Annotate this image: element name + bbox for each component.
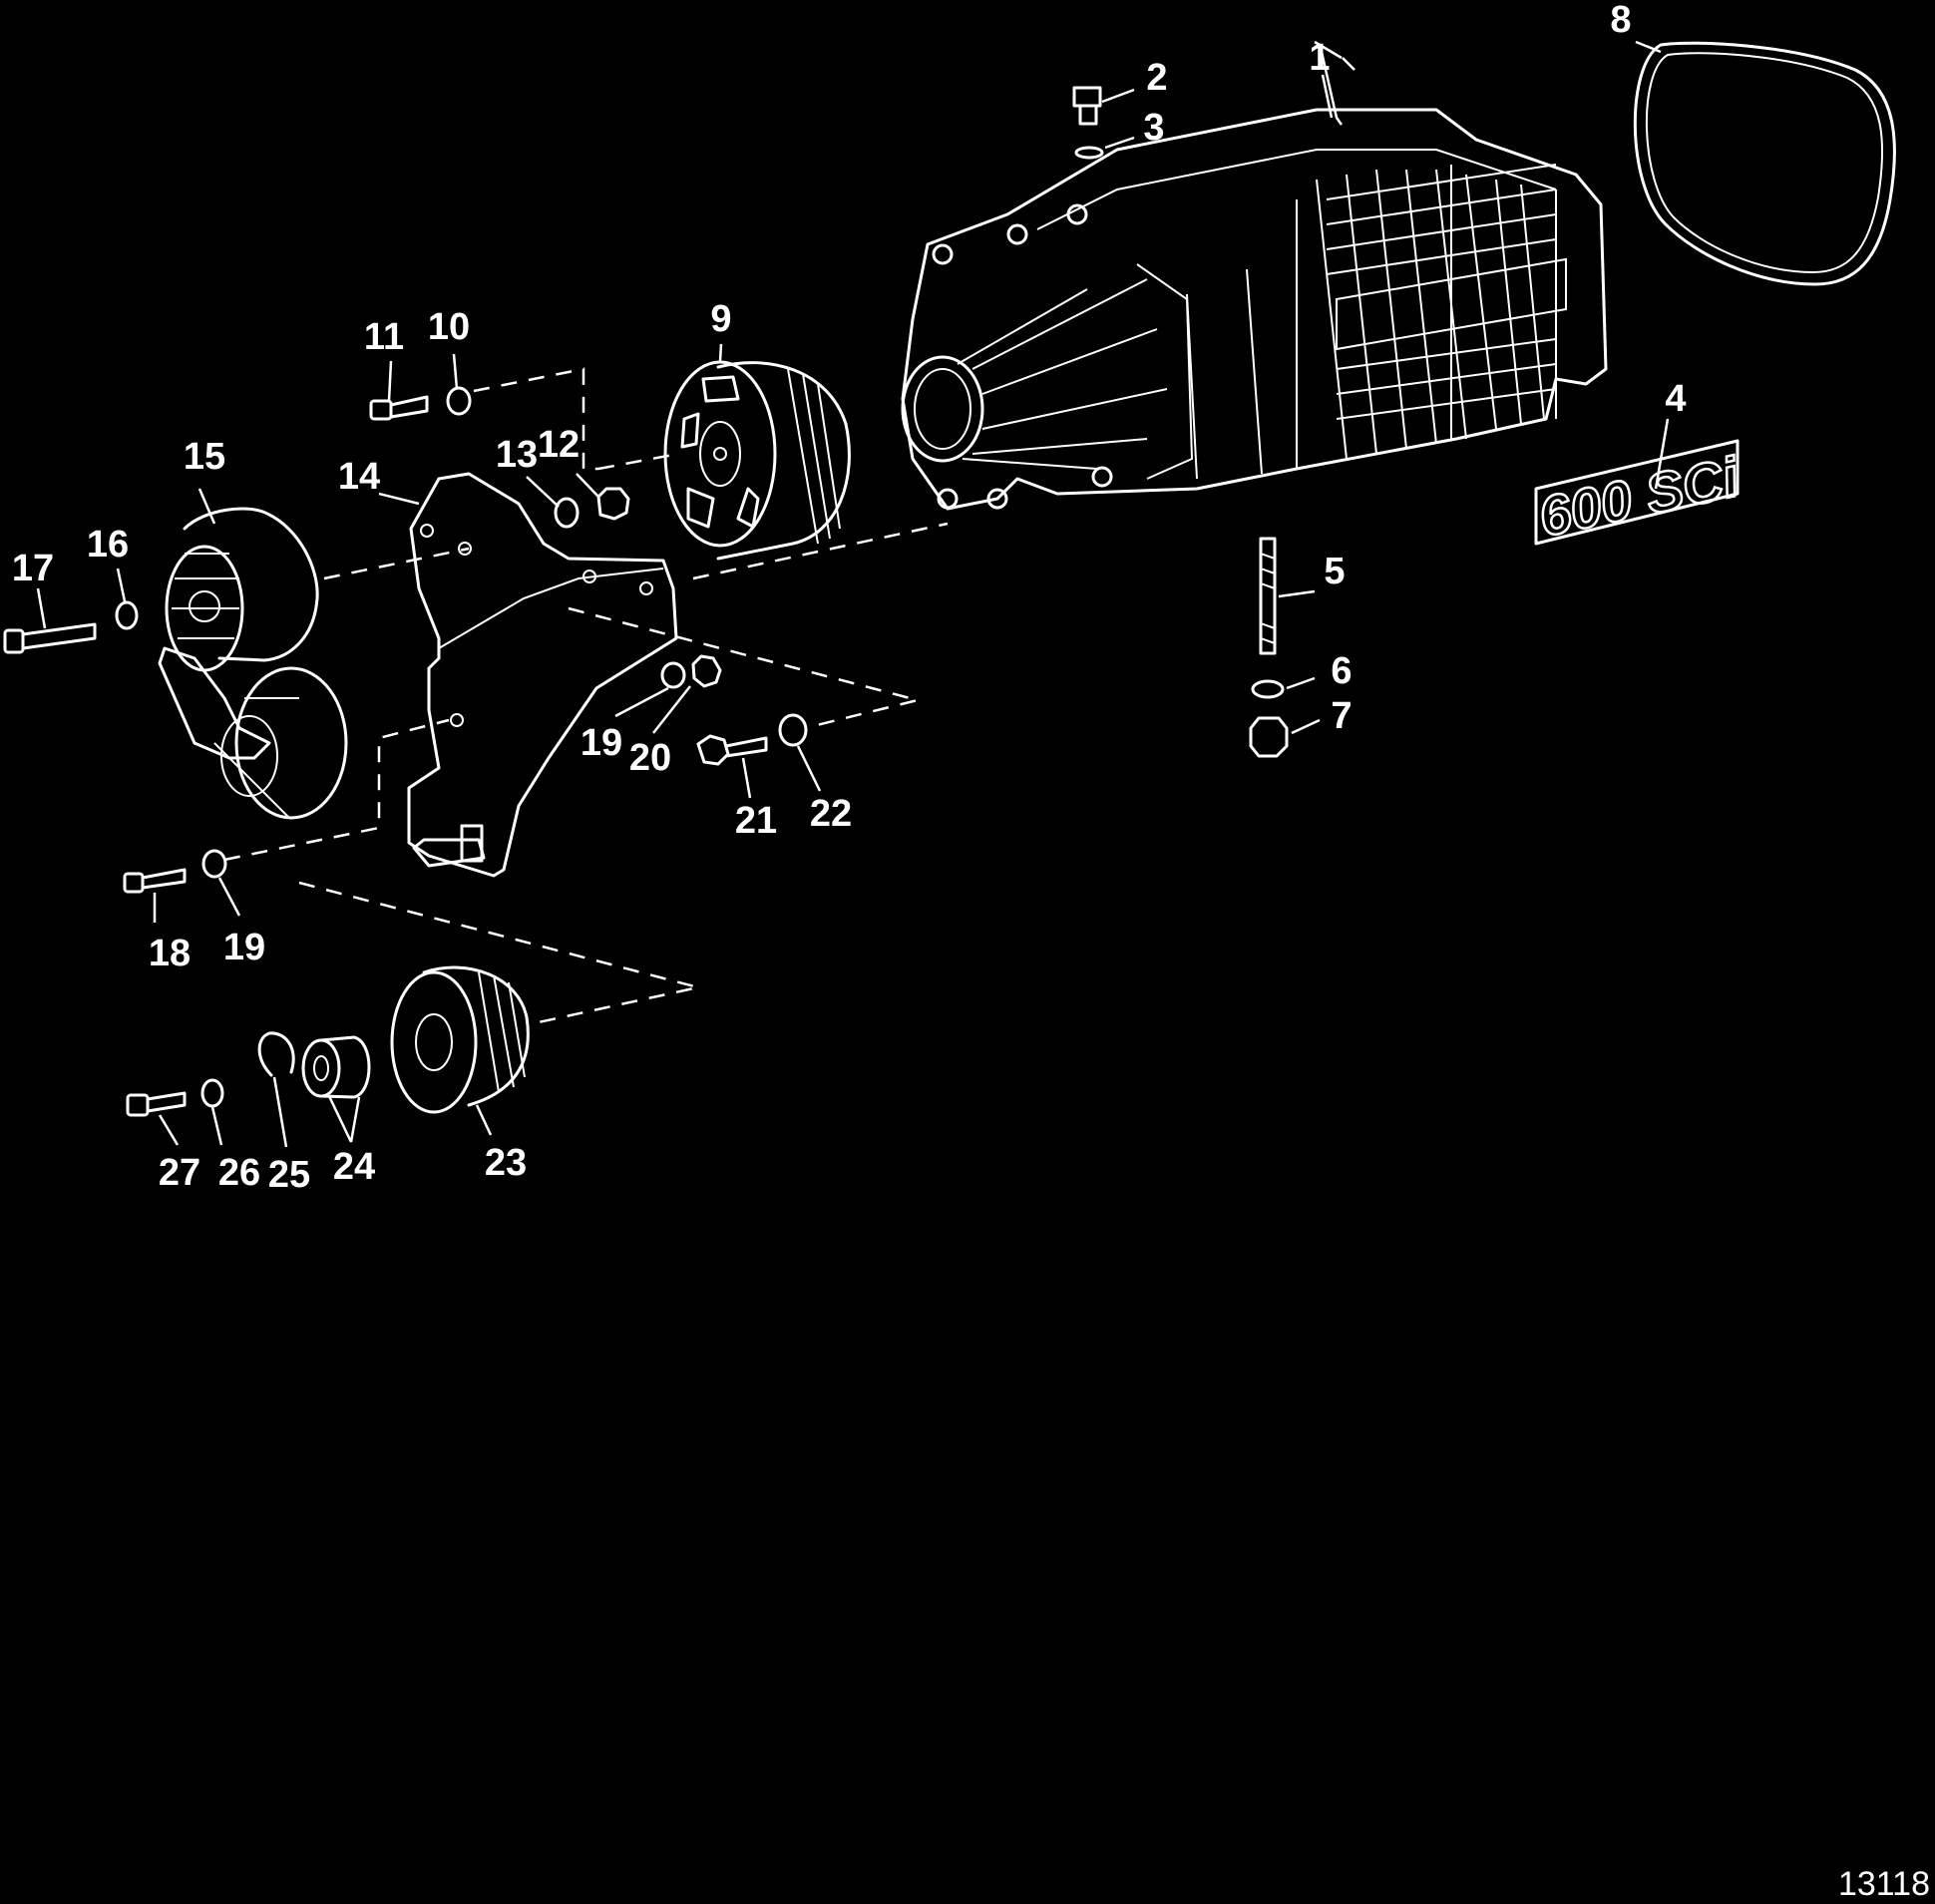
- callout-19a: 19: [223, 927, 265, 968]
- stud-washer: [1251, 679, 1285, 699]
- drive-belt: [1633, 41, 1896, 286]
- callout-26: 26: [218, 1152, 260, 1194]
- leader-lines: [36, 40, 1670, 1148]
- callout-17: 17: [12, 548, 54, 589]
- callout-24: 24: [333, 1146, 375, 1188]
- idler-pulley: [390, 965, 530, 1114]
- callout-20: 20: [629, 737, 671, 779]
- assembly-lines: [223, 367, 949, 1024]
- callout-labels: 1 2 3 4 5 6 7 8 9 10 11 12 13 14 15 16 1…: [12, 0, 1687, 1196]
- drain-plug: [1072, 86, 1102, 126]
- badge-label: 600 SCi: [1533, 445, 1744, 549]
- washer-22: [778, 713, 808, 747]
- callout-14: 14: [338, 456, 380, 498]
- bolt-27: [126, 1091, 187, 1117]
- bolt-18: [123, 868, 187, 894]
- callout-3: 3: [1143, 107, 1164, 149]
- callout-25: 25: [268, 1154, 310, 1196]
- callout-18: 18: [149, 933, 191, 974]
- supercharger-body: [901, 108, 1608, 511]
- callout-19b: 19: [580, 722, 622, 764]
- callout-6: 6: [1331, 650, 1352, 692]
- callout-15: 15: [184, 436, 225, 478]
- callout-22: 22: [810, 793, 852, 835]
- supercharger-pulley: [663, 360, 851, 561]
- nut-12: [596, 487, 630, 521]
- callout-4: 4: [1665, 378, 1686, 420]
- washer-13: [554, 497, 580, 529]
- callout-8: 8: [1610, 0, 1631, 41]
- callout-10: 10: [428, 306, 470, 348]
- mounting-stud: [1259, 537, 1277, 655]
- nut-20: [691, 654, 722, 688]
- plug-washer: [1074, 146, 1104, 160]
- callout-11: 11: [364, 316, 404, 358]
- callout-21: 21: [735, 800, 777, 842]
- callout-13: 13: [496, 434, 538, 476]
- washer-10: [446, 386, 472, 416]
- callout-16: 16: [87, 524, 129, 566]
- bearing: [301, 1035, 371, 1099]
- bolt-21: [696, 734, 768, 766]
- callout-5: 5: [1324, 551, 1345, 592]
- figure-id: 13118: [1838, 1865, 1930, 1903]
- callout-2: 2: [1146, 57, 1167, 99]
- bolt-17: [3, 622, 97, 654]
- callout-9: 9: [710, 298, 731, 340]
- washer-16: [115, 600, 139, 630]
- washer-26: [200, 1078, 224, 1108]
- snap-ring: [257, 1031, 295, 1077]
- callout-12: 12: [538, 424, 580, 466]
- washer-19a: [201, 849, 227, 879]
- callout-23: 23: [485, 1142, 527, 1184]
- mounting-bracket: [407, 472, 678, 878]
- callout-27: 27: [159, 1152, 200, 1194]
- washer-19b: [660, 661, 686, 689]
- decal-badge: 600 SCi: [1532, 439, 1746, 550]
- bolt-11: [369, 395, 429, 421]
- callout-7: 7: [1331, 695, 1352, 737]
- callout-1: 1: [1309, 37, 1330, 79]
- belt-tensioner: [158, 507, 348, 820]
- stud-nut: [1249, 716, 1289, 758]
